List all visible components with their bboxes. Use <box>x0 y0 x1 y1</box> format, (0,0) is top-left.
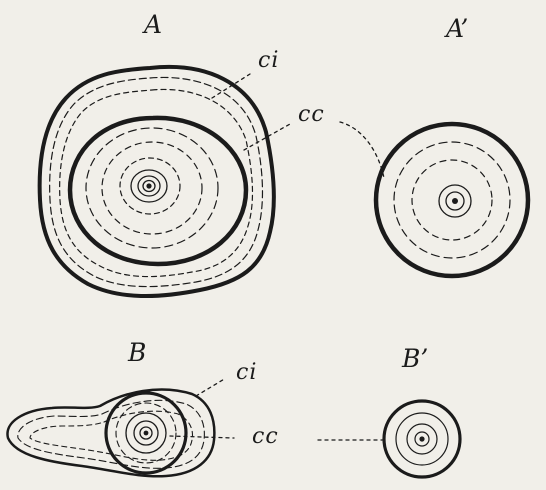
figure-b-prime-section <box>318 401 460 477</box>
label-b-prime: B’ <box>402 346 428 371</box>
figure-b-section <box>7 378 234 476</box>
figure-b-ci-leader <box>196 378 226 396</box>
label-ci-top: ci <box>258 50 279 72</box>
label-cc-bottom: cc <box>252 426 279 448</box>
figure-b-pith-center <box>144 431 149 436</box>
figure-a-prime-leader <box>340 122 384 178</box>
figure-b-outer-contour <box>7 390 214 477</box>
figure-b-cc-leader <box>170 436 234 438</box>
label-ci-bottom: ci <box>236 362 257 384</box>
figure-b-prime-pith-center <box>419 436 424 441</box>
figure-a-inner-ring <box>86 128 218 248</box>
figure-a-inner-ring <box>102 142 202 234</box>
label-cc-top: cc <box>298 104 325 126</box>
figure-a-section <box>40 67 290 296</box>
label-a: A <box>144 12 162 37</box>
label-a-prime: A’ <box>446 16 468 41</box>
figure-a-prime-outer-ring <box>376 124 528 276</box>
figure-a-prime-inner-ring <box>412 160 492 240</box>
figure-a-prime-section <box>340 122 528 276</box>
label-b: B <box>128 340 146 365</box>
figure-a-pith-center <box>146 183 151 188</box>
figure-a-prime-pith-center <box>452 198 458 204</box>
